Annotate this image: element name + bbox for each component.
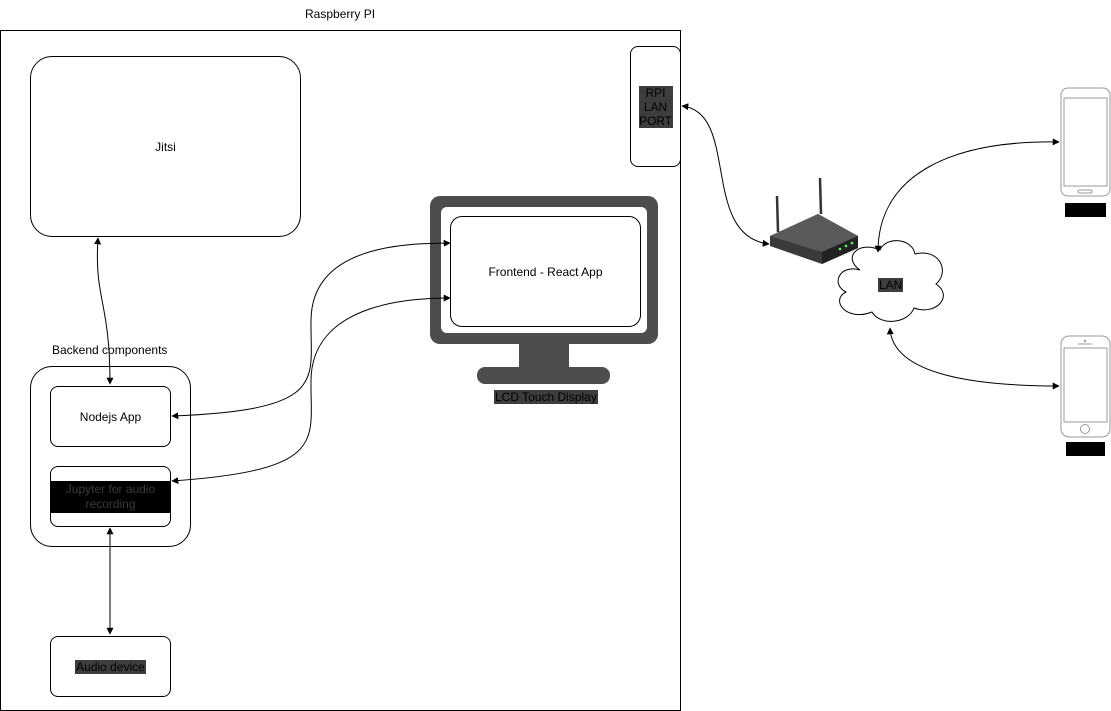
nodejs-label: Nodejs App: [79, 409, 142, 424]
phone-icon-bottom: [1060, 335, 1111, 456]
rpi-lan-port-box[interactable]: RPI LAN PORT: [630, 46, 681, 167]
audio-device-label: Audio device: [75, 659, 146, 674]
audio-device-box[interactable]: Audio device: [50, 636, 171, 697]
jupyter-label: Jupyter for audio recording: [51, 480, 170, 513]
monitor-stand: [477, 367, 610, 384]
phone-icon-top: [1060, 87, 1111, 217]
rpi-lan-port-label: RPI LAN PORT: [638, 85, 673, 128]
display-label: LCD Touch Display: [494, 390, 598, 404]
jitsi-label: Jitsi: [155, 139, 176, 154]
connector-jupyter-frontend: [171, 294, 451, 485]
frontend-box[interactable]: Frontend - React App: [450, 216, 641, 327]
frontend-label: Frontend - React App: [488, 264, 603, 279]
connector-cloud-phone-bottom: [886, 327, 1060, 390]
lan-label: LAN: [878, 278, 904, 292]
connector-lan-port-router: [681, 103, 770, 247]
connector-jitsi-nodejs: [94, 237, 114, 385]
jupyter-box[interactable]: Jupyter for audio recording: [50, 466, 171, 527]
connector-cloud-phone-top: [874, 138, 1060, 253]
monitor-neck: [519, 343, 569, 369]
jitsi-box[interactable]: Jitsi: [30, 56, 301, 237]
nodejs-box[interactable]: Nodejs App: [50, 386, 171, 447]
router-icon: [770, 177, 858, 264]
container-title: Raspberry PI: [305, 7, 376, 21]
